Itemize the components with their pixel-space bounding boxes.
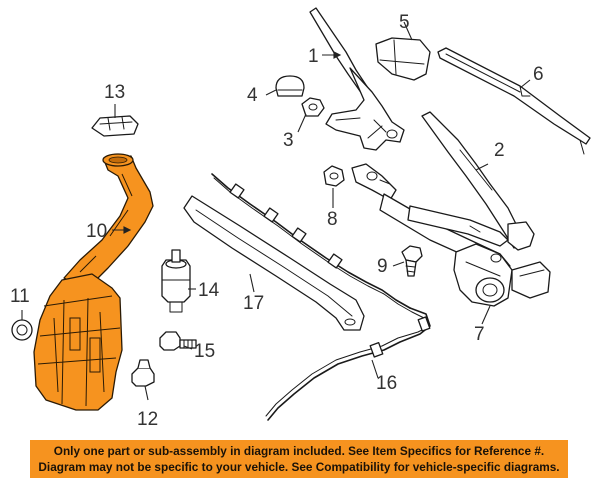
bolt-part-9 (401, 245, 423, 277)
callout-4: 4 (247, 85, 258, 106)
grommet-part-11 (11, 319, 33, 341)
callout-3: 3 (283, 130, 294, 151)
callout-5: 5 (399, 12, 410, 33)
callout-9: 9 (377, 256, 388, 277)
nut-part-8 (323, 165, 345, 187)
nut-part-3 (301, 97, 325, 117)
reservoir-cap-part-13 (91, 115, 139, 137)
callout-12: 12 (137, 409, 158, 430)
cover-part-5 (375, 37, 431, 81)
wiper-blade-part-6 (437, 47, 591, 155)
callout-14: 14 (198, 280, 220, 301)
cap-part-4 (275, 75, 305, 97)
notice-line-2: Diagram may not be specific to your vehi… (38, 460, 560, 474)
callout-7: 7 (474, 324, 485, 345)
callout-13: 13 (104, 82, 125, 103)
callout-numbers: 1 2 3 4 5 6 7 8 9 10 11 12 13 14 15 16 1… (10, 12, 544, 430)
callout-15: 15 (194, 341, 215, 362)
callout-2: 2 (494, 140, 505, 161)
bolt-part-15 (159, 331, 197, 351)
wiper-linkage-motor-part-7 (351, 163, 551, 307)
wiper-arm-part-1 (309, 7, 405, 151)
washer-hose-part-16 (265, 307, 431, 421)
wiper-arm-part-2 (421, 111, 535, 251)
callout-16: 16 (376, 373, 397, 394)
callout-6: 6 (533, 64, 544, 85)
callout-17: 17 (243, 293, 264, 314)
callout-10: 10 (86, 221, 107, 242)
washer-reservoir-assembly (33, 153, 154, 411)
notice-line-1: Only one part or sub-assembly in diagram… (53, 444, 545, 458)
hose-with-clips (211, 173, 413, 313)
callout-11: 11 (10, 286, 30, 307)
compatibility-notice-banner: Only one part or sub-assembly in diagram… (30, 440, 568, 478)
washer-pump-part-14 (161, 249, 191, 313)
leader-lines (21, 21, 531, 401)
callout-1: 1 (308, 46, 319, 67)
callout-8: 8 (327, 209, 338, 230)
cowl-seal-part-17 (183, 195, 365, 331)
fastener-part-12 (131, 359, 155, 387)
